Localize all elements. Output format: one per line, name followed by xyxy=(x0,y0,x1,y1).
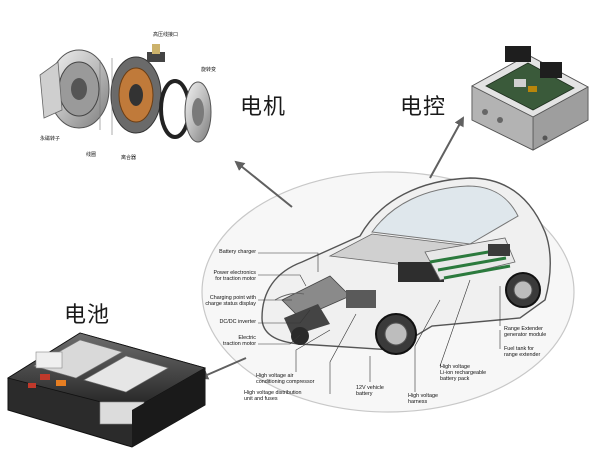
callout-li-ion-pack: High voltage Li-ion rechargeable battery… xyxy=(440,364,487,382)
arrow-to-controller xyxy=(429,116,464,179)
motor-part-rotor: 永磁转子 xyxy=(40,136,61,142)
callout-dcdc-inverter: DC/DC inverter xyxy=(219,319,256,325)
arrow-to-battery xyxy=(198,357,247,380)
car-illustration xyxy=(261,177,551,355)
callout-charging-point: Charging point with charge status displa… xyxy=(205,295,256,307)
callout-hv-harness: High voltage harness xyxy=(408,393,438,405)
callout-12v-battery: 12V vehicle battery xyxy=(356,385,384,397)
battery-section-label: 电池 xyxy=(64,303,111,328)
controller-illustration xyxy=(471,46,589,151)
motor-exploded-illustration xyxy=(39,44,212,143)
motor-part-stator: 线圈 xyxy=(86,152,97,158)
battery-illustration xyxy=(6,332,207,448)
callout-battery-charger: Battery charger xyxy=(219,249,256,255)
motor-section-label: 电机 xyxy=(240,95,287,120)
callout-hv-distribution: High voltage distribution unit and fuses xyxy=(244,390,302,402)
callout-traction-motor: Electric traction motor xyxy=(223,335,256,347)
arrow-to-motor xyxy=(234,160,293,208)
motor-part-clutch: 离合器 xyxy=(121,155,137,161)
motor-part-resolver: 旋转变 xyxy=(201,67,217,73)
callout-range-extender: Range Extender generator module xyxy=(504,326,547,338)
callout-fuel-tank: Fuel tank for range extender xyxy=(504,346,541,358)
arrows xyxy=(198,116,464,380)
callout-power-electronics: Power electronics for traction motor xyxy=(213,270,256,282)
controller-section-label: 电控 xyxy=(400,95,447,120)
callout-leader-lines xyxy=(258,252,501,394)
motor-part-hv-connector: 高压线接口 xyxy=(153,32,179,38)
callout-ac-compressor: High voltage air conditioning compressor xyxy=(256,373,315,385)
